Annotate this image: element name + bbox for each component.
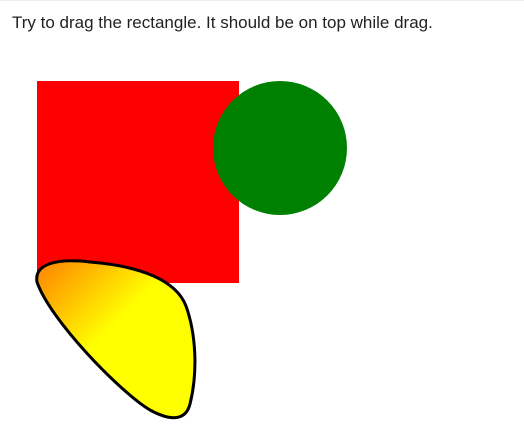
yellow-teardrop-shape[interactable] — [35, 259, 197, 420]
instruction-text: Try to drag the rectangle. It should be … — [12, 13, 433, 32]
green-circle[interactable] — [213, 81, 347, 215]
draggable-rectangle[interactable] — [37, 81, 239, 283]
top-divider — [0, 0, 524, 1]
